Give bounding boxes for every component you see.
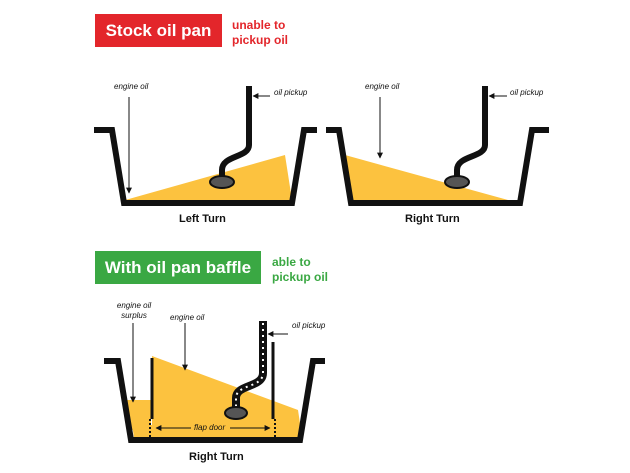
stock-oil-pan-banner: Stock oil pan — [95, 14, 222, 47]
oil-pickup-head — [224, 406, 248, 420]
oil-pickup-tube — [219, 86, 252, 179]
oil-fill — [345, 155, 508, 200]
baffle-pan-group — [104, 321, 325, 443]
oil-pan-outline — [326, 127, 549, 206]
baffle-note: able to pickup oil — [272, 255, 328, 285]
baffle-right-turn-caption: Right Turn — [189, 451, 244, 463]
right-turn-pan-group — [326, 86, 549, 206]
surplus-label-line-2: surplus — [121, 311, 147, 320]
oil-fill-surplus — [126, 400, 151, 430]
right-turn-caption: Right Turn — [405, 213, 460, 225]
oil-pickup-label: oil pickup — [510, 88, 544, 97]
baffle-note-line-2: pickup oil — [272, 270, 329, 284]
oil-pickup-tube — [232, 321, 267, 410]
oil-fill — [125, 155, 292, 200]
oil-pan-outline — [94, 127, 317, 206]
flap-door-label: flap door — [194, 423, 226, 432]
oil-pickup-label: oil pickup — [292, 321, 326, 330]
oil-pickup-tube — [454, 86, 488, 179]
engine-oil-label: engine oil — [114, 82, 149, 91]
left-turn-caption: Left Turn — [179, 213, 226, 225]
oil-pan-outline — [104, 358, 325, 443]
oil-pickup-head — [209, 175, 235, 189]
oil-pickup-label: oil pickup — [274, 88, 308, 97]
engine-oil-surplus-label: engine oil surplus — [111, 301, 157, 321]
surplus-label-line-1: engine oil — [116, 301, 152, 310]
baffle-note-line-1: able to — [272, 255, 311, 269]
stock-oil-pan-note: unable to pickup oil — [232, 18, 288, 48]
oil-fill-main — [132, 356, 302, 437]
engine-oil-label: engine oil — [170, 313, 205, 322]
baffle-banner: With oil pan baffle — [95, 251, 261, 284]
oil-pickup-head — [444, 175, 470, 189]
stock-note-line-1: unable to — [232, 18, 286, 32]
stock-note-line-2: pickup oil — [232, 33, 289, 47]
engine-oil-label: engine oil — [365, 82, 400, 91]
left-turn-pan-group — [94, 86, 317, 206]
